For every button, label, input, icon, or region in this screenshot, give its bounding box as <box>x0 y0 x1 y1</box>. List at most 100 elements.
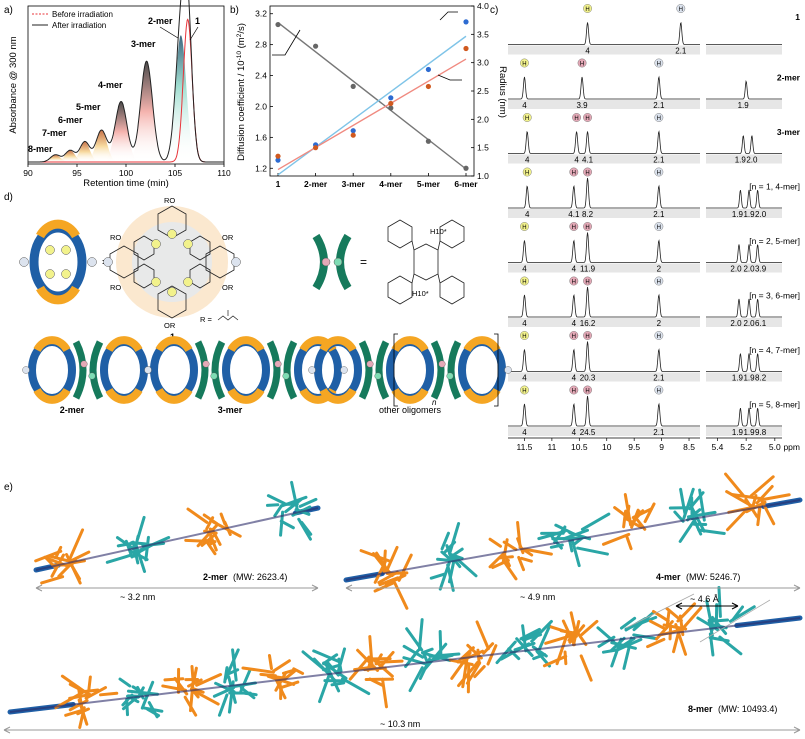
nmr-row-label: [n = 1, 4-mer] <box>749 182 800 192</box>
bond <box>359 549 392 563</box>
proton-marker <box>520 58 529 68</box>
stick-model <box>7 586 803 729</box>
integral-band <box>508 318 700 327</box>
integration-value: 9.8 <box>755 428 767 437</box>
bond <box>298 497 318 508</box>
integration-value: 3.9 <box>576 101 588 110</box>
radius-point-blue <box>463 19 469 25</box>
bond <box>579 654 593 682</box>
integration-value: 2 <box>657 319 662 328</box>
macrocycle-arc-orange <box>463 336 501 353</box>
panel-b-ylabel: Diffusion coefficient / 10-10 (m2/s) <box>236 23 247 161</box>
mw-2mer: (MW: 2623.4) <box>233 572 287 582</box>
macrocycle-arc <box>481 338 506 402</box>
radius-point-orange <box>313 145 319 151</box>
name-2mer: 2-mer <box>203 572 228 582</box>
radius-point-orange <box>425 83 431 90</box>
nmr-spectrum-left <box>508 21 700 45</box>
x-tick-label: 90 <box>23 168 33 178</box>
panel-b: b) Diffusion coefficient / 10-10 (m2/s) … <box>230 1 508 189</box>
integration-value: 2.0 <box>743 265 755 274</box>
bond <box>99 691 119 697</box>
ppm-tick-label: 5.2 <box>740 442 752 452</box>
peak-fill <box>57 150 83 162</box>
bond <box>368 635 374 668</box>
integration-value: 24.5 <box>580 428 596 437</box>
proton-marker <box>569 222 579 231</box>
integral-band <box>508 45 700 55</box>
bond <box>726 507 749 532</box>
integration-value: 1.9 <box>732 374 744 383</box>
bond <box>402 644 425 659</box>
bond <box>447 557 456 584</box>
diffusion-point <box>350 83 356 89</box>
proton-marker <box>522 167 532 177</box>
x-tick-label: 95 <box>72 168 82 178</box>
panel-a-xlabel: Retention time (min) <box>83 178 169 189</box>
proton-marker <box>569 276 579 286</box>
integration-value: 2.1 <box>653 374 665 383</box>
compound-1-structure: RO OR RO OR RO OR R = 1 <box>103 196 241 342</box>
mw-4mer: (MW: 5246.7) <box>686 572 740 582</box>
bond <box>231 648 238 682</box>
bond <box>132 534 140 558</box>
integration-value: 4 <box>522 428 527 437</box>
integral-band <box>508 263 700 273</box>
nmr-spectrum-left <box>508 232 700 263</box>
proton-marker <box>583 167 592 177</box>
bond <box>544 635 570 645</box>
x-category-label: 6-mer <box>454 179 478 189</box>
bond <box>210 537 218 552</box>
integral-band <box>706 318 782 327</box>
proton-marker <box>676 4 686 13</box>
length-8mer: ~ 10.3 nm <box>380 719 420 729</box>
terminal-proton <box>22 366 30 374</box>
bond <box>273 504 283 518</box>
bond <box>524 630 541 642</box>
bond <box>279 519 295 530</box>
bond <box>643 502 656 524</box>
integral-band <box>508 154 700 164</box>
bond <box>530 619 553 643</box>
linker-arc <box>194 340 209 400</box>
stick-model <box>343 472 803 610</box>
bond <box>134 544 147 574</box>
bond <box>186 507 209 524</box>
integration-value: 4 <box>572 374 577 383</box>
molecular-models <box>7 472 803 729</box>
bond <box>64 708 85 717</box>
radius-point-orange <box>350 132 356 138</box>
bond <box>336 647 347 676</box>
diffusion-fit-line <box>277 21 467 170</box>
bond <box>340 677 371 696</box>
bond <box>40 575 65 585</box>
bond <box>267 653 273 671</box>
nmr-row-label: [n = 5, 8-mer] <box>749 400 800 410</box>
integral-band <box>706 100 782 109</box>
peak-label-5mer: 5-mer <box>76 102 101 112</box>
nmr-row-label: 3-mer <box>777 127 801 137</box>
proton-dot <box>366 360 374 368</box>
bond <box>381 677 388 709</box>
bond <box>498 555 514 560</box>
panel-b-fit-lines <box>277 21 467 176</box>
proton-marker <box>520 276 529 286</box>
ppm-tick-label: 5.4 <box>712 442 724 452</box>
macrocycle-arc <box>123 338 148 402</box>
bond <box>707 618 730 623</box>
proton-marker <box>520 222 529 231</box>
bond <box>724 472 745 497</box>
proton-marker <box>654 385 664 395</box>
bond <box>241 666 275 674</box>
proton-marker-letter: H <box>657 62 661 68</box>
ppm-tick-label: 5.0 <box>769 442 781 452</box>
proton-marker <box>522 113 532 122</box>
proton-marker-letter: H <box>657 280 661 286</box>
proton-marker-letter: H <box>585 171 589 177</box>
terminal-proton <box>504 366 512 374</box>
linker-cartoon <box>312 233 352 291</box>
spacing-marker <box>625 593 771 643</box>
bond <box>697 528 726 535</box>
nmr-spectrum-left <box>508 130 700 154</box>
proton-marker <box>654 113 664 122</box>
